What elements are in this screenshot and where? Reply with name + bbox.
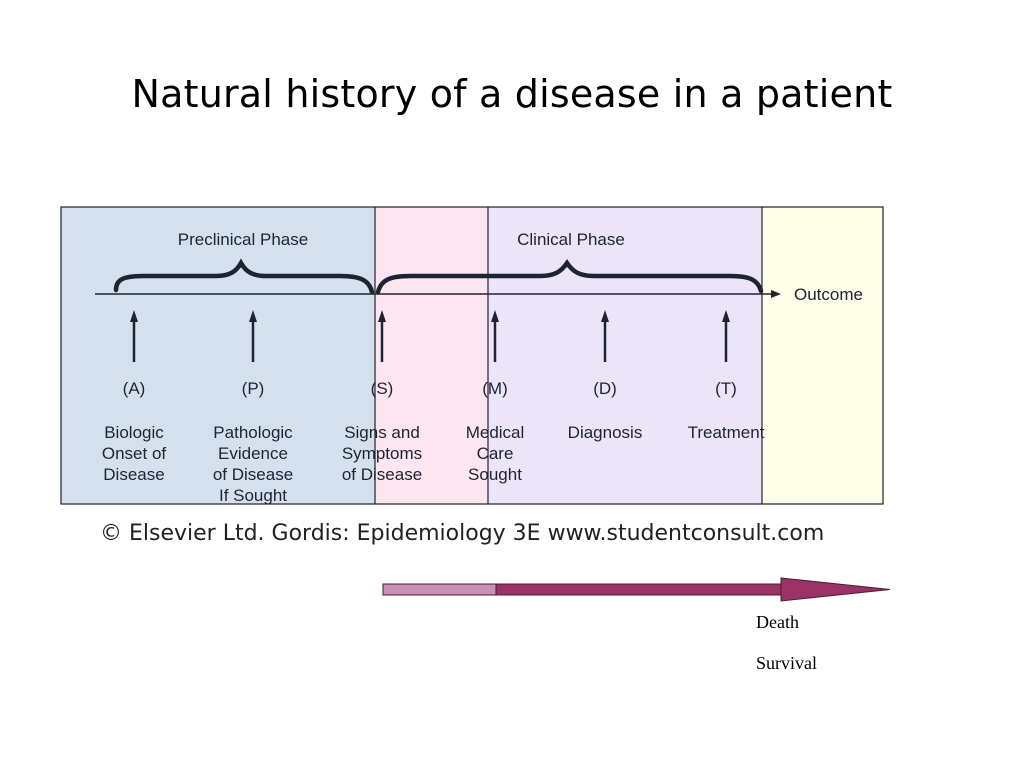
stage-description-line: of Disease <box>342 465 422 484</box>
stage-description-line: Evidence <box>218 444 288 463</box>
outcome-arrow <box>382 577 891 602</box>
stage-letter: (A) <box>123 379 146 398</box>
stage-description-line: Symptoms <box>342 444 422 463</box>
stage-description-line: Signs and <box>344 423 420 442</box>
stage-arrow-head <box>378 310 386 322</box>
stage-arrow-head <box>722 310 730 322</box>
diagram-frame <box>60 206 884 505</box>
stage-description-line: Medical <box>466 423 525 442</box>
stage-arrow-head <box>130 310 138 322</box>
stage-diagnosis: (D) Diagnosis <box>568 310 643 442</box>
death-label: Death <box>756 612 799 632</box>
stage-description-line: Onset of <box>102 444 167 463</box>
arrow-light-segment <box>382 583 497 596</box>
stage-description-line: of Disease <box>213 465 293 484</box>
survival-label: Survival <box>756 653 817 673</box>
clinical-region <box>488 207 762 504</box>
symptom-region <box>375 207 488 504</box>
arrow-head <box>780 577 891 602</box>
timeline-arrowhead <box>771 290 781 298</box>
stage-description-line: Sought <box>468 465 522 484</box>
preclinical-brace <box>113 258 375 295</box>
clinical-brace <box>375 258 764 295</box>
stage-description-line: Disease <box>103 465 164 484</box>
stage-letter: (D) <box>593 379 617 398</box>
arrow-dark-segment <box>495 583 782 596</box>
stage-letter: (P) <box>242 379 265 398</box>
copyright-notice: © Elsevier Ltd. Gordis: Epidemiology 3E … <box>100 521 825 546</box>
stage-description-line: Treatment <box>688 423 765 442</box>
stage-description-line: If Sought <box>219 486 287 505</box>
stage-arrow-head <box>491 310 499 322</box>
preclinical-phase-label: Preclinical Phase <box>178 230 308 249</box>
stage-description-line: Diagnosis <box>568 423 643 442</box>
outcome-label: Outcome <box>794 285 863 304</box>
stage-description-line: Pathologic <box>213 423 293 442</box>
clinical-phase-label: Clinical Phase <box>517 230 625 249</box>
stage-arrow-head <box>601 310 609 322</box>
stage-arrow-head <box>249 310 257 322</box>
stage-letter: (M) <box>482 379 507 398</box>
stage-letter: (S) <box>371 379 394 398</box>
slide-title: Natural history of a disease in a patien… <box>131 72 893 116</box>
stage-description-line: Biologic <box>104 423 164 442</box>
outcome-region <box>762 207 883 504</box>
stage-letter: (T) <box>715 379 737 398</box>
stage-treatment: (T) Treatment <box>688 310 765 442</box>
preclinical-region <box>61 207 375 504</box>
stage-description-line: Care <box>477 444 514 463</box>
